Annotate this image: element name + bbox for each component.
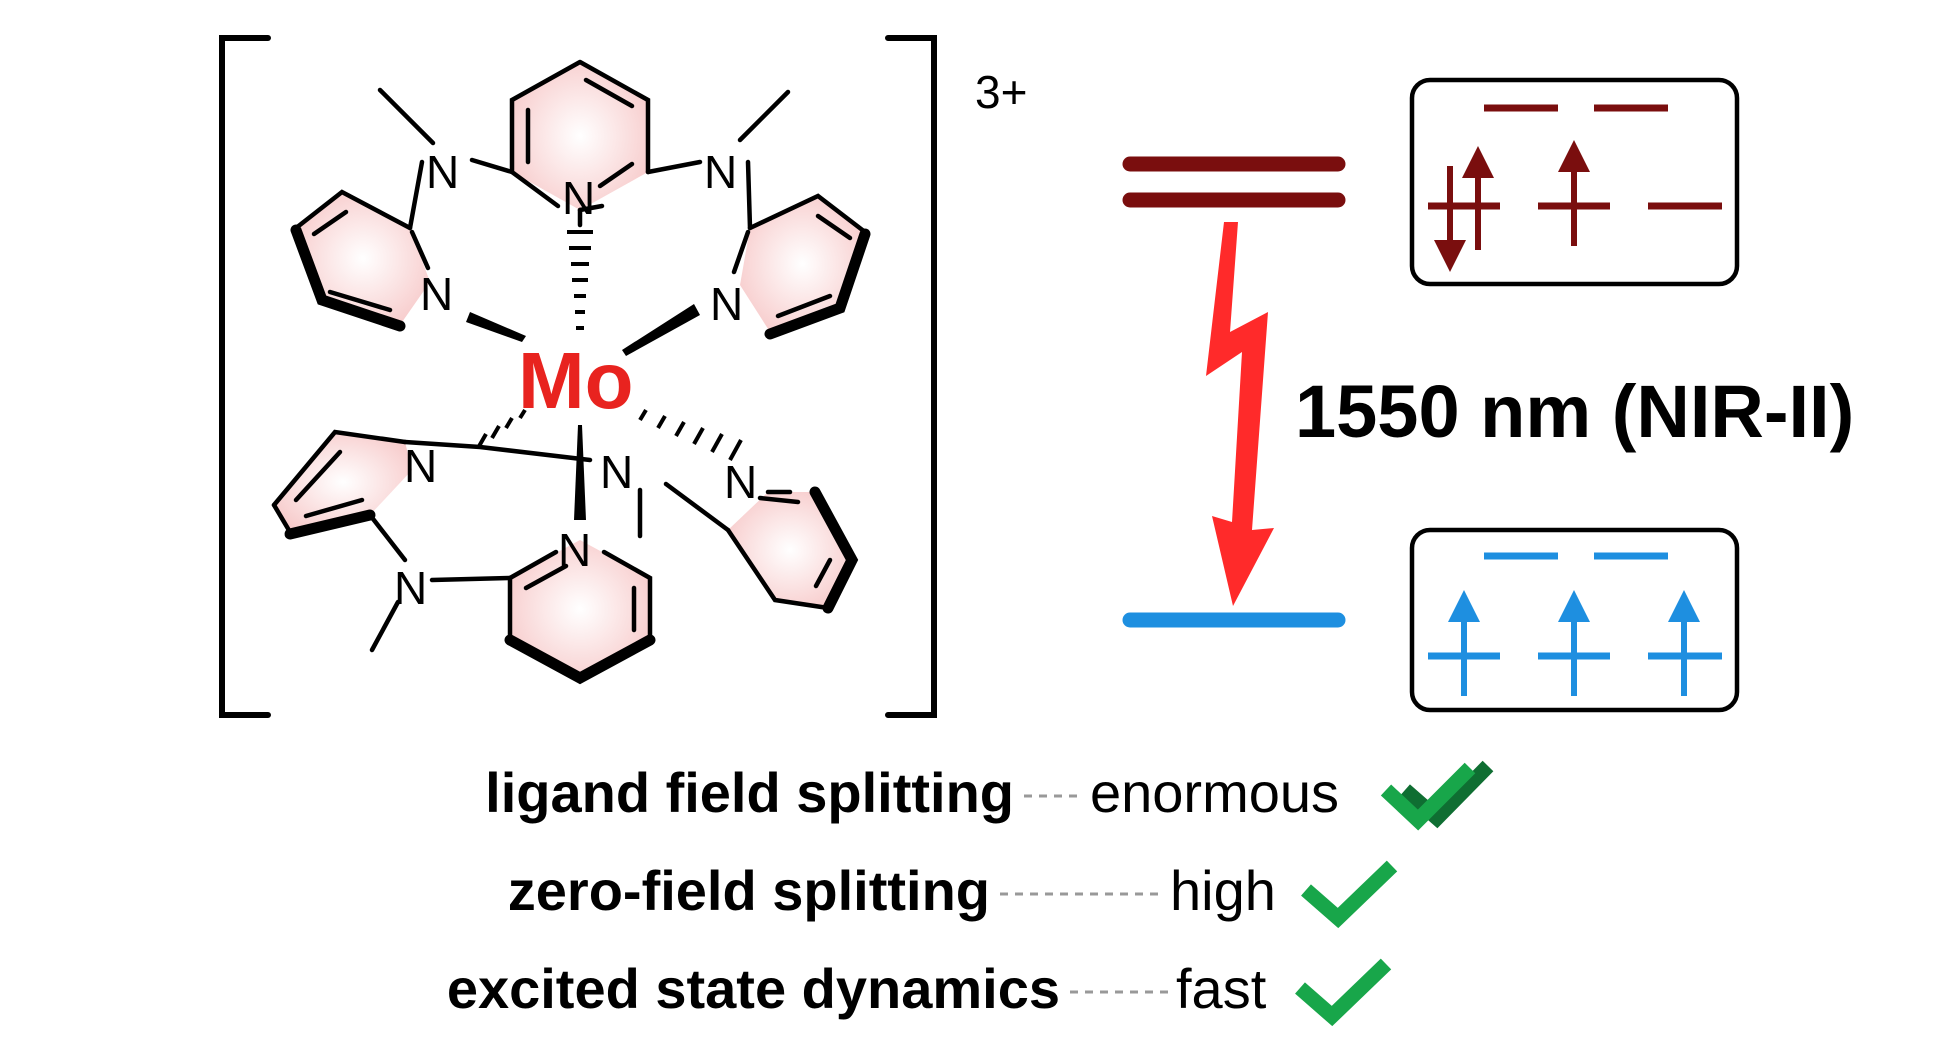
spin-up-arrow	[1448, 590, 1480, 696]
property-list: ligand field splitting enormous zero-fie…	[447, 760, 1494, 1027]
svg-text:ligand field splitting: ligand field splitting	[485, 761, 1014, 824]
double-check-icon	[1380, 762, 1476, 831]
svg-text:N: N	[404, 440, 437, 492]
emission-arrow	[1206, 222, 1274, 606]
property-row-zero-field: zero-field splitting high	[508, 859, 1398, 929]
pyridine-ring-upper-right	[731, 193, 871, 340]
emission-wavelength: 1550 nm (NIR-II)	[1295, 370, 1854, 453]
pyridine-ring-lower-left	[271, 429, 412, 540]
metal-coordination-bonds	[466, 230, 743, 520]
spin-up-arrow	[1668, 590, 1700, 696]
property-row-excited-state: excited state dynamics fast	[447, 957, 1392, 1027]
right-bracket	[885, 35, 937, 718]
metal-label: Mo	[518, 336, 634, 425]
svg-text:N: N	[704, 146, 737, 198]
svg-text:N: N	[426, 146, 459, 198]
svg-text:N: N	[710, 278, 743, 330]
spin-up-arrow	[1558, 590, 1590, 696]
svg-text:N: N	[724, 456, 757, 508]
property-row-ligand-field: ligand field splitting enormous	[485, 760, 1494, 831]
pyridine-ring-top	[509, 59, 651, 213]
spin-down-arrow	[1434, 166, 1466, 272]
pyridine-ring-upper-left	[290, 189, 431, 332]
check-icon	[1301, 860, 1398, 929]
svg-text:N: N	[420, 268, 453, 320]
check-icon	[1295, 958, 1392, 1027]
svg-text:N: N	[600, 446, 633, 498]
svg-text:high: high	[1170, 859, 1276, 922]
charge-label: 3+	[975, 66, 1027, 118]
left-bracket	[219, 35, 271, 718]
excited-state-configuration	[1409, 77, 1740, 287]
svg-text:excited state dynamics: excited state dynamics	[447, 957, 1060, 1020]
pyridine-ring-lower-right	[725, 486, 859, 614]
svg-text:fast: fast	[1176, 957, 1267, 1020]
double-check-icon	[1400, 760, 1494, 829]
ground-state-configuration	[1409, 527, 1740, 713]
svg-text:N: N	[394, 562, 427, 614]
svg-text:N: N	[562, 172, 595, 224]
spin-up-arrow	[1558, 140, 1590, 246]
pyridine-ring-lower-center	[504, 540, 656, 685]
complex-structure: 3+	[219, 35, 1027, 718]
svg-text:N: N	[558, 524, 591, 576]
svg-text:zero-field splitting: zero-field splitting	[508, 859, 990, 922]
backbone-bonds	[367, 87, 791, 653]
svg-text:enormous: enormous	[1090, 761, 1339, 824]
spin-up-arrow	[1462, 146, 1494, 250]
nitrogen-labels: N N N N N N N N N N	[394, 146, 757, 614]
energy-diagram: 1550 nm (NIR-II)	[1122, 77, 1854, 713]
